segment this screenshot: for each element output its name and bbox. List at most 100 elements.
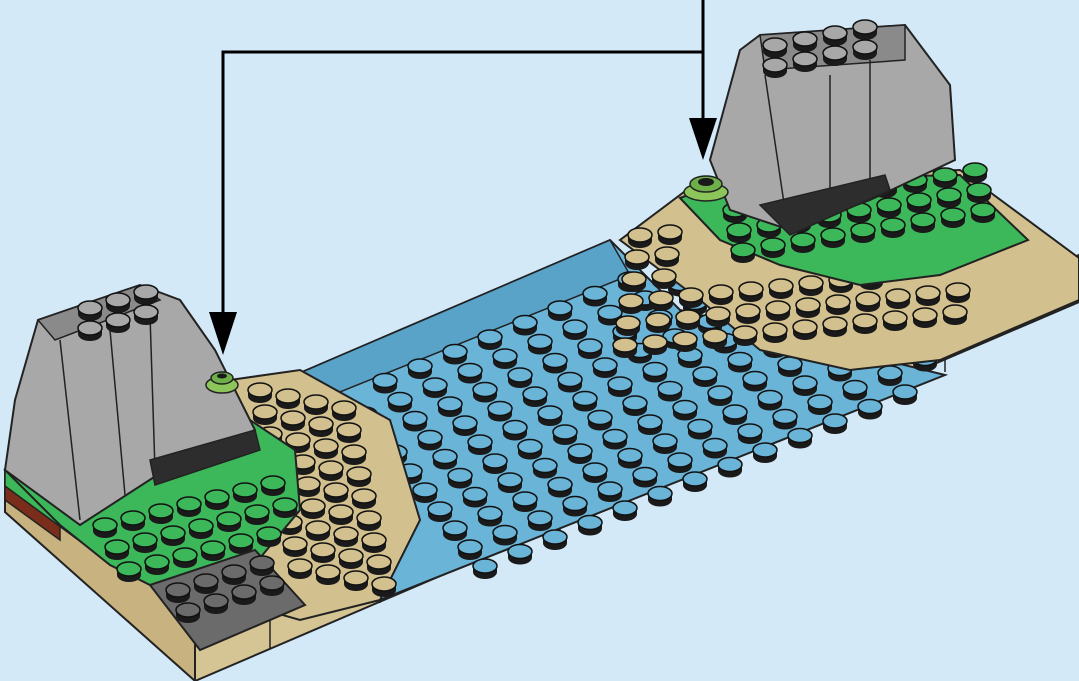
stud <box>472 381 498 403</box>
arrow-left-line <box>221 50 703 315</box>
stud <box>313 438 339 459</box>
stud <box>777 356 803 377</box>
stud <box>557 371 583 393</box>
stud <box>792 319 818 340</box>
stud <box>338 548 364 569</box>
stud <box>936 187 962 208</box>
stud <box>193 573 219 594</box>
stud <box>705 306 731 327</box>
stud <box>104 539 130 560</box>
stud <box>507 367 533 388</box>
stud <box>351 488 377 509</box>
stud <box>417 429 443 451</box>
stud <box>707 385 733 406</box>
stud <box>912 307 938 328</box>
stud <box>216 511 242 532</box>
stud <box>906 192 932 213</box>
stud <box>472 558 498 579</box>
stud <box>672 399 698 421</box>
stud <box>582 462 608 483</box>
stud <box>855 291 881 312</box>
stud <box>176 496 202 517</box>
stud <box>942 304 968 325</box>
stud <box>726 222 752 243</box>
stud <box>507 543 533 565</box>
stud <box>175 602 201 623</box>
stud <box>945 282 971 303</box>
stud <box>632 466 658 488</box>
stud <box>256 526 282 547</box>
stud <box>682 471 708 492</box>
stud <box>328 504 354 525</box>
stud <box>877 365 903 386</box>
stud <box>708 284 734 305</box>
stud <box>657 224 683 245</box>
stud <box>204 489 230 510</box>
stud <box>287 558 313 579</box>
stud <box>412 482 438 503</box>
stud <box>962 162 988 183</box>
stud <box>502 419 528 441</box>
stud <box>825 294 851 315</box>
stud <box>842 379 868 401</box>
stud <box>295 476 321 497</box>
stud <box>437 396 463 417</box>
stud <box>966 182 992 203</box>
stud <box>77 320 103 341</box>
stud <box>442 520 468 541</box>
stud <box>762 322 788 343</box>
stud <box>760 237 786 258</box>
stud <box>497 472 523 493</box>
stud <box>672 331 698 352</box>
stud <box>752 442 778 463</box>
stud <box>621 271 647 292</box>
stud <box>762 57 788 78</box>
stud <box>275 388 301 409</box>
stud <box>612 337 638 358</box>
stud <box>592 357 618 378</box>
stud <box>667 452 693 473</box>
stud <box>244 504 270 525</box>
stud <box>249 555 275 576</box>
stud <box>717 456 743 478</box>
stud <box>722 404 748 425</box>
stud <box>537 405 563 426</box>
stud <box>768 278 794 299</box>
stud <box>765 300 791 321</box>
stud <box>732 325 758 346</box>
stud <box>200 540 226 561</box>
stud <box>512 491 538 512</box>
stud <box>447 467 473 489</box>
stud <box>300 498 326 519</box>
stud <box>932 167 958 188</box>
stud <box>341 444 367 465</box>
stud <box>627 227 653 248</box>
stud <box>402 410 428 432</box>
stud <box>282 536 308 557</box>
stud <box>77 300 103 321</box>
stud <box>132 532 158 553</box>
stud <box>148 503 174 524</box>
stud <box>387 391 413 413</box>
stud <box>310 542 336 563</box>
stud <box>303 394 329 415</box>
stud <box>366 554 392 575</box>
left-island <box>3 283 422 652</box>
stud <box>645 312 671 333</box>
stud <box>203 593 229 614</box>
stud <box>172 547 198 568</box>
stud <box>647 485 673 507</box>
stud <box>120 510 146 531</box>
stud <box>343 570 369 591</box>
stud <box>259 575 285 596</box>
stud <box>762 37 788 58</box>
stud <box>462 486 488 508</box>
right-top-studs <box>762 19 878 78</box>
stud <box>624 249 650 270</box>
stud <box>637 414 663 435</box>
right-dark-tile <box>758 174 891 236</box>
stud <box>792 51 818 72</box>
left-dark-tile <box>149 429 261 486</box>
